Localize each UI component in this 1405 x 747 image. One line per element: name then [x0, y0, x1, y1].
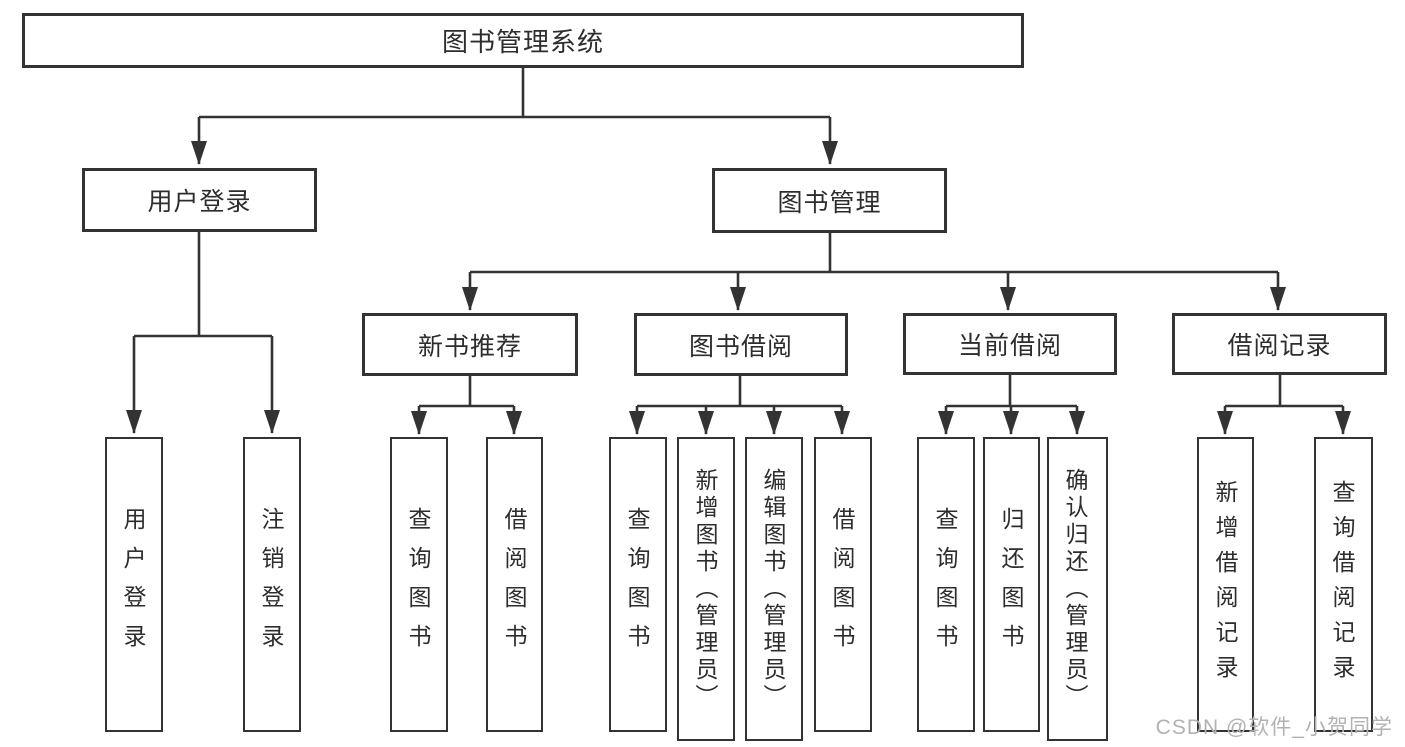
leaf-add-borrow-record: 新增借阅记录 — [1197, 437, 1254, 732]
node-book-borrow: 图书借阅 — [634, 313, 848, 376]
leaf-query-books-recommend: 查询图书 — [390, 437, 448, 732]
leaf-query-books-borrow: 查询图书 — [609, 437, 667, 732]
leaf-user-login: 用户登录 — [105, 437, 163, 732]
node-borrow-records: 借阅记录 — [1172, 313, 1387, 375]
node-root: 图书管理系统 — [22, 13, 1024, 68]
leaf-query-borrow-record: 查询借阅记录 — [1314, 437, 1373, 732]
leaf-query-books-current: 查询图书 — [917, 437, 975, 732]
node-user-login: 用户登录 — [82, 168, 317, 232]
leaf-borrow-books-recommend: 借阅图书 — [486, 437, 543, 732]
node-book-management: 图书管理 — [712, 168, 947, 233]
leaf-borrow-books-borrow: 借阅图书 — [814, 437, 872, 732]
leaf-confirm-return-admin: 确认归还（管理员） — [1047, 437, 1108, 741]
leaf-logout-login: 注销登录 — [243, 437, 301, 732]
node-new-book-recommend: 新书推荐 — [362, 313, 578, 376]
leaf-add-books-admin: 新增图书（管理员） — [677, 437, 735, 741]
leaf-edit-books-admin: 编辑图书（管理员） — [745, 437, 803, 741]
watermark: CSDN @软件_小贺同学 — [1155, 716, 1393, 739]
node-current-borrow: 当前借阅 — [903, 313, 1117, 375]
leaf-return-books: 归还图书 — [983, 437, 1040, 732]
